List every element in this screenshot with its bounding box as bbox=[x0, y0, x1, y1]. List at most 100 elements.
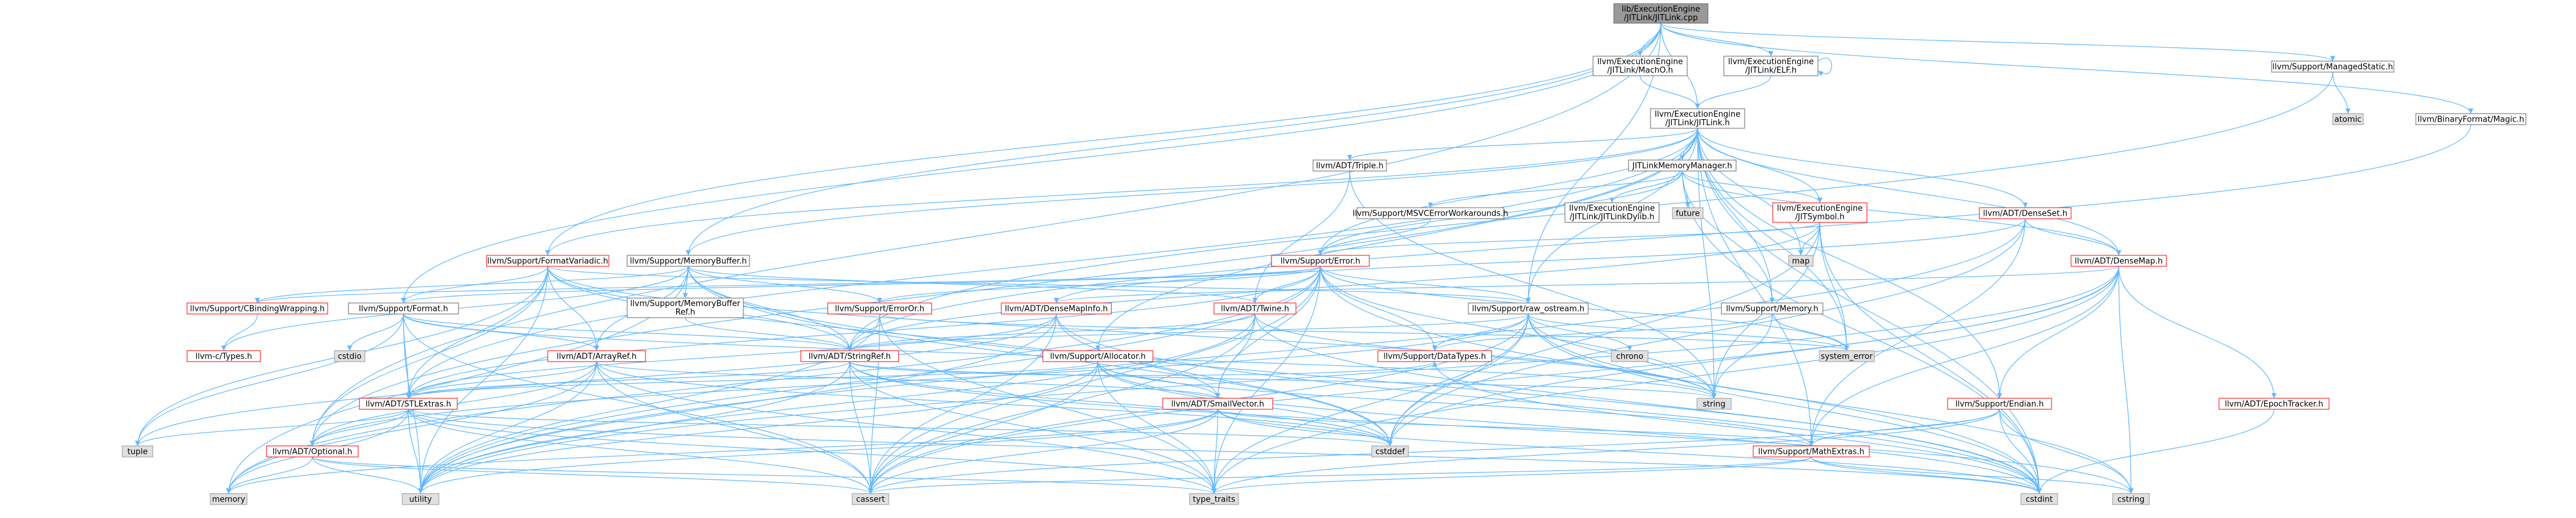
node-triple-label-l1: llvm/ADT/Triple.h bbox=[1316, 162, 1383, 171]
node-tuple-label-l1: tuple bbox=[127, 448, 147, 457]
node-mathextras[interactable]: llvm/Support/MathExtras.h bbox=[1753, 445, 1870, 458]
edge-densemap-to-cstring bbox=[2118, 266, 2134, 494]
node-twine-label-l1: llvm/ADT/Twine.h bbox=[1221, 305, 1289, 314]
node-optional-label-l1: llvm/ADT/Optional.h bbox=[273, 448, 353, 457]
edge-memory-to-datatypes bbox=[1432, 313, 1773, 351]
node-jitdylib-label-l1: llvm/ExecutionEngine bbox=[1569, 204, 1655, 213]
edge-root-to-optional bbox=[309, 23, 1662, 447]
node-twine[interactable]: llvm/ADT/Twine.h bbox=[1213, 302, 1297, 315]
node-membufref-label-l1: llvm/Support/MemoryBuffer bbox=[630, 299, 741, 308]
node-formatvariadic[interactable]: llvm/Support/FormatVariadic.h bbox=[486, 255, 609, 267]
edge-smallvector-to-cstdint bbox=[1217, 409, 2042, 494]
node-jitmemmgr[interactable]: JITLinkMemoryManager.h bbox=[1628, 159, 1737, 172]
edge-formatvariadic-to-rawostream bbox=[547, 266, 1531, 304]
node-macho[interactable]: llvm/ExecutionEngine/JITLink/MachO.h bbox=[1592, 56, 1688, 76]
edge-root-to-managedstatic bbox=[1660, 23, 2335, 62]
edge-twine-to-cassert bbox=[867, 313, 1256, 494]
node-memory[interactable]: llvm/Support/Memory.h bbox=[1721, 302, 1823, 315]
node-jitsymbol-box bbox=[1772, 202, 1868, 223]
node-optional[interactable]: llvm/ADT/Optional.h bbox=[266, 445, 359, 458]
edge-magic-to-stringref bbox=[847, 124, 2471, 351]
edge-jitlink-to-denseset bbox=[1697, 128, 2028, 208]
node-root-box bbox=[1613, 3, 1709, 24]
node-ctypes[interactable]: llvm-c/Types.h bbox=[186, 350, 261, 362]
edge-twine-to-utility bbox=[418, 313, 1256, 494]
node-arrayref[interactable]: llvm/ADT/ArrayRef.h bbox=[547, 350, 646, 362]
node-smallvector[interactable]: llvm/ADT/SmallVector.h bbox=[1162, 398, 1273, 410]
node-msvcerr[interactable]: llvm/Support/MSVCErrorWorkarounds.h bbox=[1353, 207, 1508, 219]
node-optional-box bbox=[266, 445, 359, 458]
edge-jitmemmgr-to-memory bbox=[1682, 170, 1775, 304]
node-future-box bbox=[1672, 207, 1704, 219]
node-epochtracker[interactable]: llvm/ADT/EpochTracker.h bbox=[2218, 398, 2330, 410]
node-datatypes[interactable]: llvm/Support/DataTypes.h bbox=[1377, 350, 1492, 362]
edge-memorybuffer-to-cbinding bbox=[254, 266, 689, 304]
node-jitdylib-box bbox=[1564, 202, 1660, 223]
node-stringref-box bbox=[800, 350, 899, 362]
edge-denseset-to-cstddef bbox=[1387, 218, 2026, 447]
node-cassert: cassert bbox=[852, 493, 889, 505]
node-cbinding[interactable]: llvm/Support/CBindingWrapping.h bbox=[186, 302, 328, 315]
node-macho-box bbox=[1592, 56, 1688, 76]
node-managedstatic[interactable]: llvm/Support/ManagedStatic.h bbox=[2271, 60, 2394, 73]
node-jitlink[interactable]: llvm/ExecutionEngine/JITLink/JITLink.h bbox=[1650, 108, 1745, 129]
edge-mathextras-to-cstdint bbox=[1811, 456, 2042, 494]
edge-error-to-cbinding bbox=[255, 266, 1321, 304]
node-root[interactable]: lib/ExecutionEngine/JITLink/JITLink.cpp bbox=[1613, 3, 1709, 24]
node-error[interactable]: llvm/Support/Error.h bbox=[1271, 255, 1370, 267]
edge-jitlink-to-mathextras bbox=[1697, 128, 1814, 447]
node-jitmemmgr-label-l1: JITLinkMemoryManager.h bbox=[1632, 162, 1732, 171]
node-future-label-l1: future bbox=[1676, 210, 1699, 219]
node-rawostream-box bbox=[1468, 302, 1589, 315]
node-utility-box bbox=[402, 493, 440, 505]
node-densemapinfo[interactable]: llvm/ADT/DenseMapInfo.h bbox=[1001, 302, 1112, 315]
node-memoryh: memory bbox=[210, 493, 248, 505]
node-jitdylib[interactable]: llvm/ExecutionEngine/JITLink/JITLinkDyli… bbox=[1564, 202, 1660, 223]
edge-root-to-formatvariadic bbox=[545, 23, 1662, 256]
node-future: future bbox=[1672, 207, 1704, 219]
node-stlextras[interactable]: llvm/ADT/STLExtras.h bbox=[359, 398, 458, 410]
node-errorort[interactable]: llvm/Support/ErrorOr.h bbox=[827, 302, 932, 315]
node-memoryh-box bbox=[210, 493, 248, 505]
node-cbinding-box bbox=[186, 302, 328, 315]
node-rawostream[interactable]: llvm/Support/raw_ostream.h bbox=[1468, 302, 1589, 315]
edge-rawostream-to-optional bbox=[309, 313, 1529, 447]
node-allocator-label-l1: llvm/Support/Allocator.h bbox=[1050, 352, 1146, 362]
node-magic[interactable]: llvm/BinaryFormat/Magic.h bbox=[2415, 113, 2526, 125]
node-string-box bbox=[1696, 398, 1732, 410]
edge-root-to-format bbox=[400, 23, 1662, 304]
node-map-box bbox=[1788, 255, 1814, 267]
edge-rawostream-to-cstring bbox=[1528, 313, 2134, 494]
node-triple[interactable]: llvm/ADT/Triple.h bbox=[1312, 159, 1387, 172]
node-arrayref-box bbox=[547, 350, 646, 362]
node-chrono-box bbox=[1611, 350, 1649, 362]
node-errorort-box bbox=[827, 302, 932, 315]
node-utility-label-l1: utility bbox=[410, 495, 432, 505]
node-cstddef-label-l1: cstddef bbox=[1375, 448, 1405, 457]
node-elf[interactable]: llvm/ExecutionEngine/JITLink/ELF.h bbox=[1723, 56, 1819, 76]
node-jitdylib-label-l2: /JITLink/JITLinkDylib.h bbox=[1570, 213, 1655, 222]
node-stlextras-label-l1: llvm/ADT/STLExtras.h bbox=[366, 400, 451, 409]
node-allocator[interactable]: llvm/Support/Allocator.h bbox=[1042, 350, 1154, 362]
edge-error-to-rawostream bbox=[1320, 266, 1531, 304]
node-denseset[interactable]: llvm/ADT/DenseSet.h bbox=[1979, 207, 2072, 219]
node-map: map bbox=[1788, 255, 1814, 267]
node-jitmemmgr-box bbox=[1628, 159, 1737, 172]
node-endian[interactable]: llvm/Support/Endian.h bbox=[1947, 398, 2052, 410]
node-format[interactable]: llvm/Support/Format.h bbox=[348, 302, 459, 315]
node-jitsymbol[interactable]: llvm/ExecutionEngine/JITSymbol.h bbox=[1772, 202, 1868, 223]
node-allocator-box bbox=[1042, 350, 1154, 362]
node-chrono: chrono bbox=[1611, 350, 1649, 362]
node-stringref[interactable]: llvm/ADT/StringRef.h bbox=[800, 350, 899, 362]
node-elf-label-l2: /JITLink/ELF.h bbox=[1745, 66, 1797, 75]
edge-formatvariadic-to-utility bbox=[418, 266, 548, 494]
node-arrayref-label-l1: llvm/ADT/ArrayRef.h bbox=[557, 352, 637, 362]
edge-optional-to-utility bbox=[312, 456, 424, 494]
node-errorort-label-l1: llvm/Support/ErrorOr.h bbox=[835, 305, 924, 314]
edge-jitlink-to-string bbox=[1697, 128, 1717, 399]
node-jitsymbol-label-l2: /JITSymbol.h bbox=[1795, 213, 1845, 222]
edge-mathextras-to-typetraits bbox=[1212, 456, 1812, 494]
node-memorybuffer[interactable]: llvm/Support/MemoryBuffer.h bbox=[627, 255, 750, 267]
node-densemap[interactable]: llvm/ADT/DenseMap.h bbox=[2070, 255, 2167, 267]
